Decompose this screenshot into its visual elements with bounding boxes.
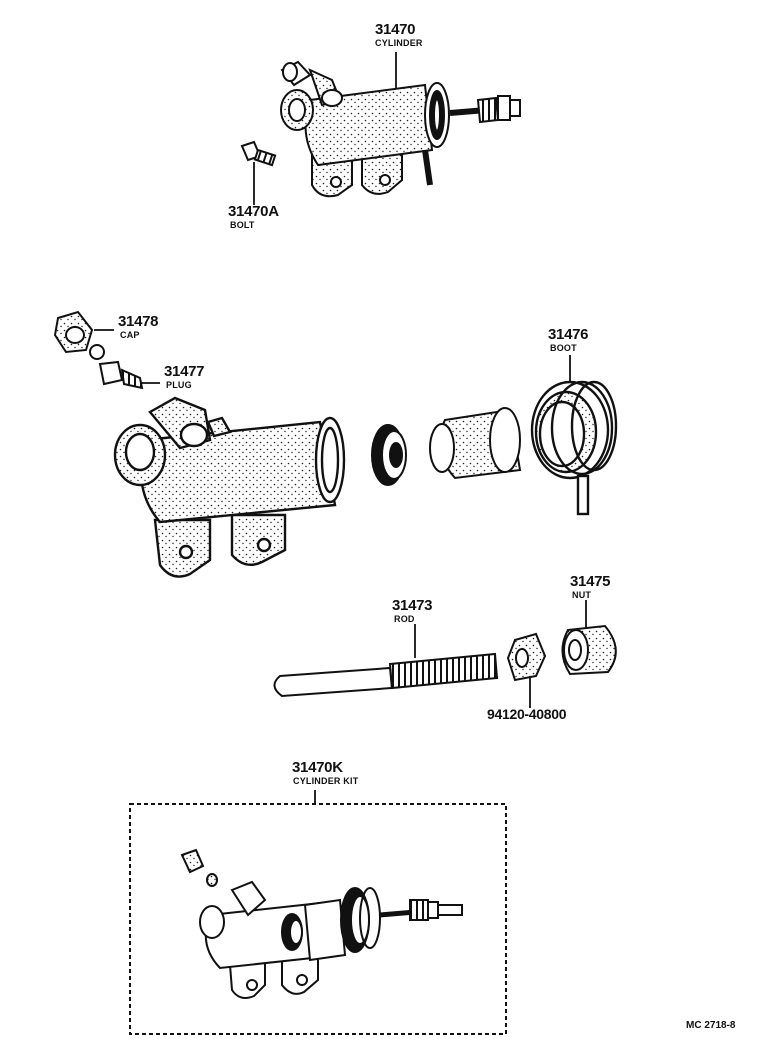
cylinder-part-name: CYLINDER <box>375 38 423 48</box>
cap-part-number: 31478 <box>118 313 159 330</box>
drawing-code: MC 2718-8 <box>686 1020 736 1031</box>
nut-part-name: NUT <box>572 590 592 600</box>
cylinder-kit-part-number: 31470K <box>292 759 343 776</box>
bolt-drawing <box>240 140 277 167</box>
rod-part-number: 31473 <box>392 597 433 614</box>
bolt-part-number: 31470A <box>228 203 279 220</box>
cylinder-assembly-drawing <box>280 60 521 198</box>
cap-drawing <box>53 310 94 354</box>
rod-part-name: ROD <box>394 614 415 624</box>
lock-nut-drawing <box>506 632 547 682</box>
boot-part-number: 31476 <box>548 326 589 343</box>
cylinder-body-drawing <box>113 396 346 578</box>
plug-drawing <box>89 344 144 390</box>
cylinder-kit-part-name: CYLINDER KIT <box>293 776 359 786</box>
cylinder-part-number: 31470 <box>375 21 416 38</box>
plug-part-name: PLUG <box>166 380 192 390</box>
rod-drawing <box>273 652 499 698</box>
nut-part-number: 31475 <box>570 573 611 590</box>
boot-drawing <box>530 380 618 516</box>
bolt-part-name: BOLT <box>230 220 255 230</box>
lock-nut-part-number: 94120-40800 <box>487 706 567 722</box>
piston-drawing <box>371 407 522 486</box>
plug-part-number: 31477 <box>164 363 205 380</box>
cylinder-kit-drawing <box>180 848 463 999</box>
boot-part-name: BOOT <box>550 343 577 353</box>
cylinder-kit-frame <box>129 803 507 1035</box>
cap-part-name: CAP <box>120 330 140 340</box>
nut-drawing <box>561 624 617 676</box>
